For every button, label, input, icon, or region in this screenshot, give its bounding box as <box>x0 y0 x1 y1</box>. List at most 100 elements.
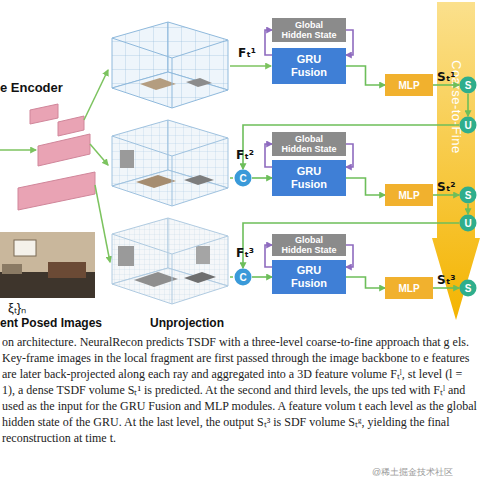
circle-fill <box>460 280 477 297</box>
node-text: Global Hidden State <box>280 20 338 40</box>
mlp-box: MLP <box>385 184 433 206</box>
feature-wire <box>95 185 110 262</box>
connector <box>243 125 459 169</box>
volume-medium <box>112 120 228 206</box>
operator-circle: U <box>459 214 477 232</box>
circle-fill <box>235 170 252 187</box>
furniture <box>140 78 176 90</box>
operator-circle: S <box>459 279 477 297</box>
mlp-box: MLP <box>385 74 433 96</box>
connector <box>346 144 353 167</box>
volume-fine <box>112 218 228 304</box>
volume-coarse <box>112 22 228 108</box>
volume-edge <box>112 136 228 206</box>
operator-circle: S <box>459 186 477 204</box>
connector <box>265 144 272 167</box>
edge-label: Sₜ³ <box>437 273 456 287</box>
connector <box>252 276 272 278</box>
furniture <box>186 78 212 87</box>
node-text: GRU Fusion <box>286 264 332 290</box>
annotation-label: ent Posed Images <box>0 316 102 330</box>
edge-label: Sₜ² <box>437 180 456 194</box>
operator-circle: U <box>459 116 477 134</box>
circle-fill <box>460 117 477 134</box>
furniture <box>118 246 134 266</box>
volume-edge <box>112 234 228 304</box>
gru-fusion-box: GRU Fusion <box>272 160 346 196</box>
node-text: Global Hidden State <box>280 235 338 255</box>
connector <box>346 66 385 85</box>
furniture <box>196 246 210 264</box>
mlp-box: MLP <box>385 277 433 299</box>
concat-circle: C <box>234 268 252 286</box>
volume-floor <box>112 170 228 206</box>
input-wire <box>0 149 36 151</box>
node-text: C <box>239 272 246 283</box>
annotation-label: e Encoder <box>0 80 63 95</box>
photo-table <box>2 264 22 274</box>
connector <box>433 287 459 289</box>
node-text: GRU Fusion <box>286 165 332 191</box>
volume-edge <box>112 38 228 108</box>
annotation-label: Fₜ² <box>236 148 254 162</box>
volume-floor <box>112 268 228 304</box>
feature-wire <box>230 276 233 278</box>
node-text: S <box>465 80 472 91</box>
feature-layer <box>38 134 90 166</box>
connector <box>346 178 385 195</box>
hidden-state-box: Global Hidden State <box>272 234 346 256</box>
connector <box>433 84 459 86</box>
connector <box>433 194 459 196</box>
feature-layer <box>30 104 58 124</box>
node-text: MLP <box>398 283 419 294</box>
furniture <box>136 175 176 188</box>
circle-fill <box>235 269 252 286</box>
annotation-label: Unprojection <box>150 316 224 330</box>
feature-wire <box>84 70 108 120</box>
annotation-label: @稀土掘金技术社区 <box>372 466 453 479</box>
connector <box>346 30 353 55</box>
direction-arrow: Coarse-to-Fine <box>432 2 480 320</box>
circle-fill <box>460 215 477 232</box>
arrow-body <box>432 2 480 320</box>
connector <box>467 94 469 116</box>
connector <box>265 30 272 55</box>
volume-floor <box>112 72 228 108</box>
feature-wire <box>230 65 271 67</box>
connector <box>346 277 385 288</box>
gru-fusion-box: GRU Fusion <box>272 260 346 294</box>
room-photo <box>0 232 95 298</box>
photo-frame <box>14 240 36 256</box>
concat-circle: C <box>234 169 252 187</box>
hidden-state-box: Global Hidden State <box>272 18 346 42</box>
annotation-label: ξₜ}ₙ <box>8 298 26 316</box>
node-text: MLP <box>398 80 419 91</box>
furniture <box>184 175 214 185</box>
node-text: GRU Fusion <box>286 53 332 79</box>
feature-wire <box>90 144 108 165</box>
connector <box>252 177 272 179</box>
node-text: MLP <box>398 190 419 201</box>
photo-wall <box>0 232 95 298</box>
annotation-label: Fₜ³ <box>236 246 254 260</box>
edge-label: Sₜ¹ <box>437 70 456 84</box>
feature-wire <box>230 177 233 179</box>
operator-circle: S <box>459 76 477 94</box>
furniture <box>184 272 216 283</box>
furniture <box>134 272 178 287</box>
node-text: U <box>464 218 471 229</box>
gru-fusion-box: GRU Fusion <box>272 48 346 84</box>
node-text: U <box>464 120 471 131</box>
connector <box>265 245 272 267</box>
circle-fill <box>460 77 477 94</box>
figure-caption: on architecture. NeuralRecon predicts TS… <box>2 334 478 446</box>
node-text: S <box>465 190 472 201</box>
furniture <box>120 150 134 168</box>
node-text: Global Hidden State <box>280 134 338 154</box>
node-text: C <box>239 173 246 184</box>
arrow-shape <box>432 2 480 320</box>
feature-layer <box>58 116 84 136</box>
connector <box>346 245 353 267</box>
hidden-state-box: Global Hidden State <box>272 132 346 156</box>
